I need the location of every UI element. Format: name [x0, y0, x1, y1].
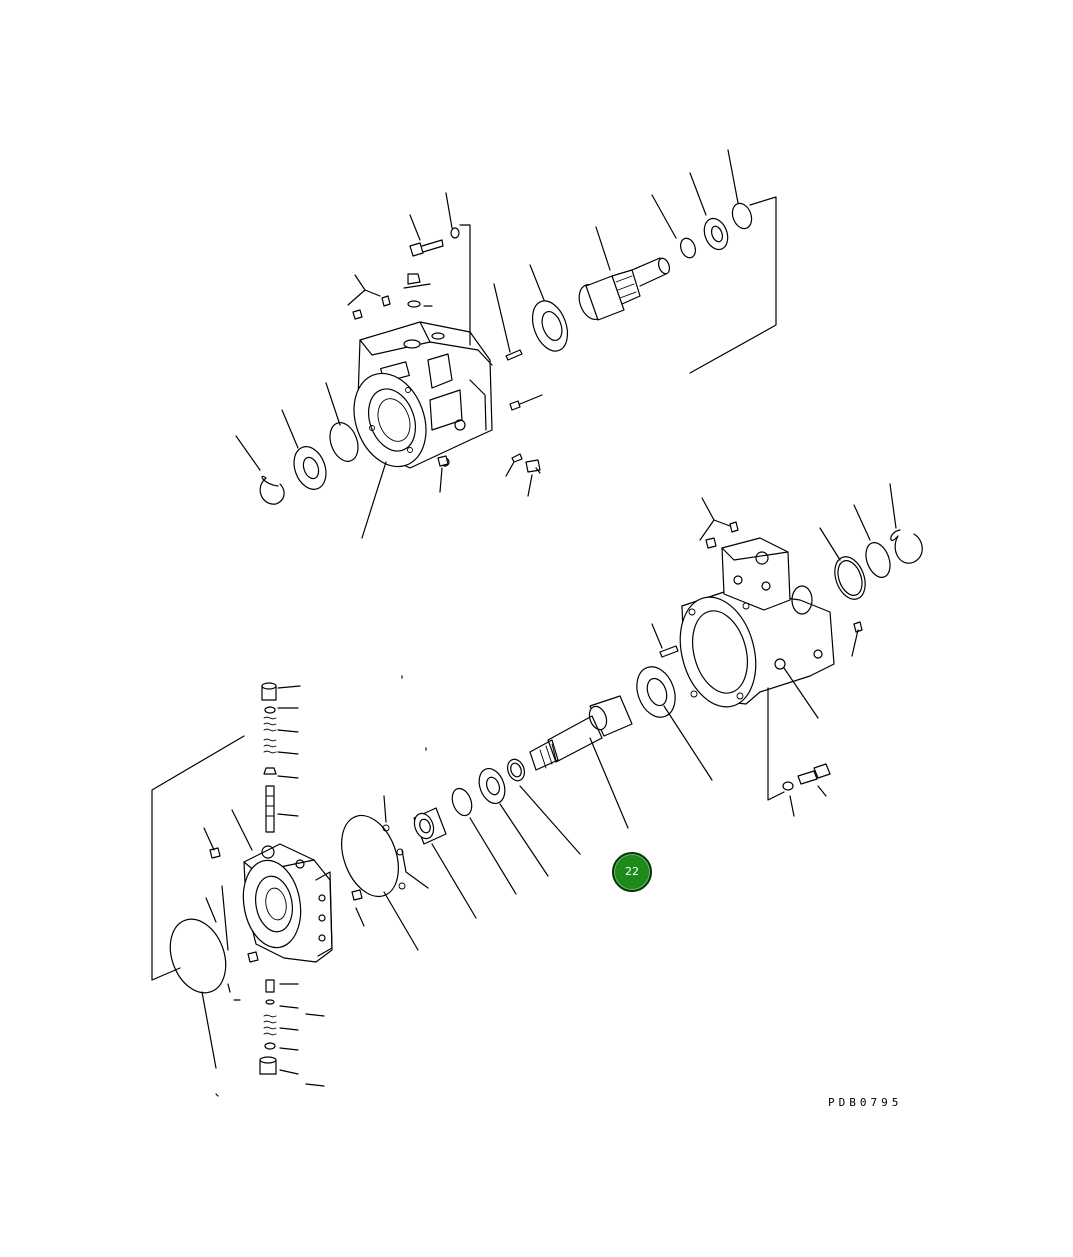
callout-badge[interactable]: 22 — [612, 852, 652, 892]
drawing-code: PDB0795 — [828, 1096, 903, 1109]
upper-front-seals — [259, 422, 359, 505]
lower-mid-parts — [341, 675, 581, 951]
upper-pump-assembly — [235, 149, 777, 539]
lower-right-housing — [529, 483, 923, 829]
lower-left-valve-block — [151, 682, 365, 1097]
upper-shaft-stack — [531, 202, 753, 352]
upper-leader-lines — [235, 149, 777, 539]
upper-housing — [353, 321, 493, 469]
